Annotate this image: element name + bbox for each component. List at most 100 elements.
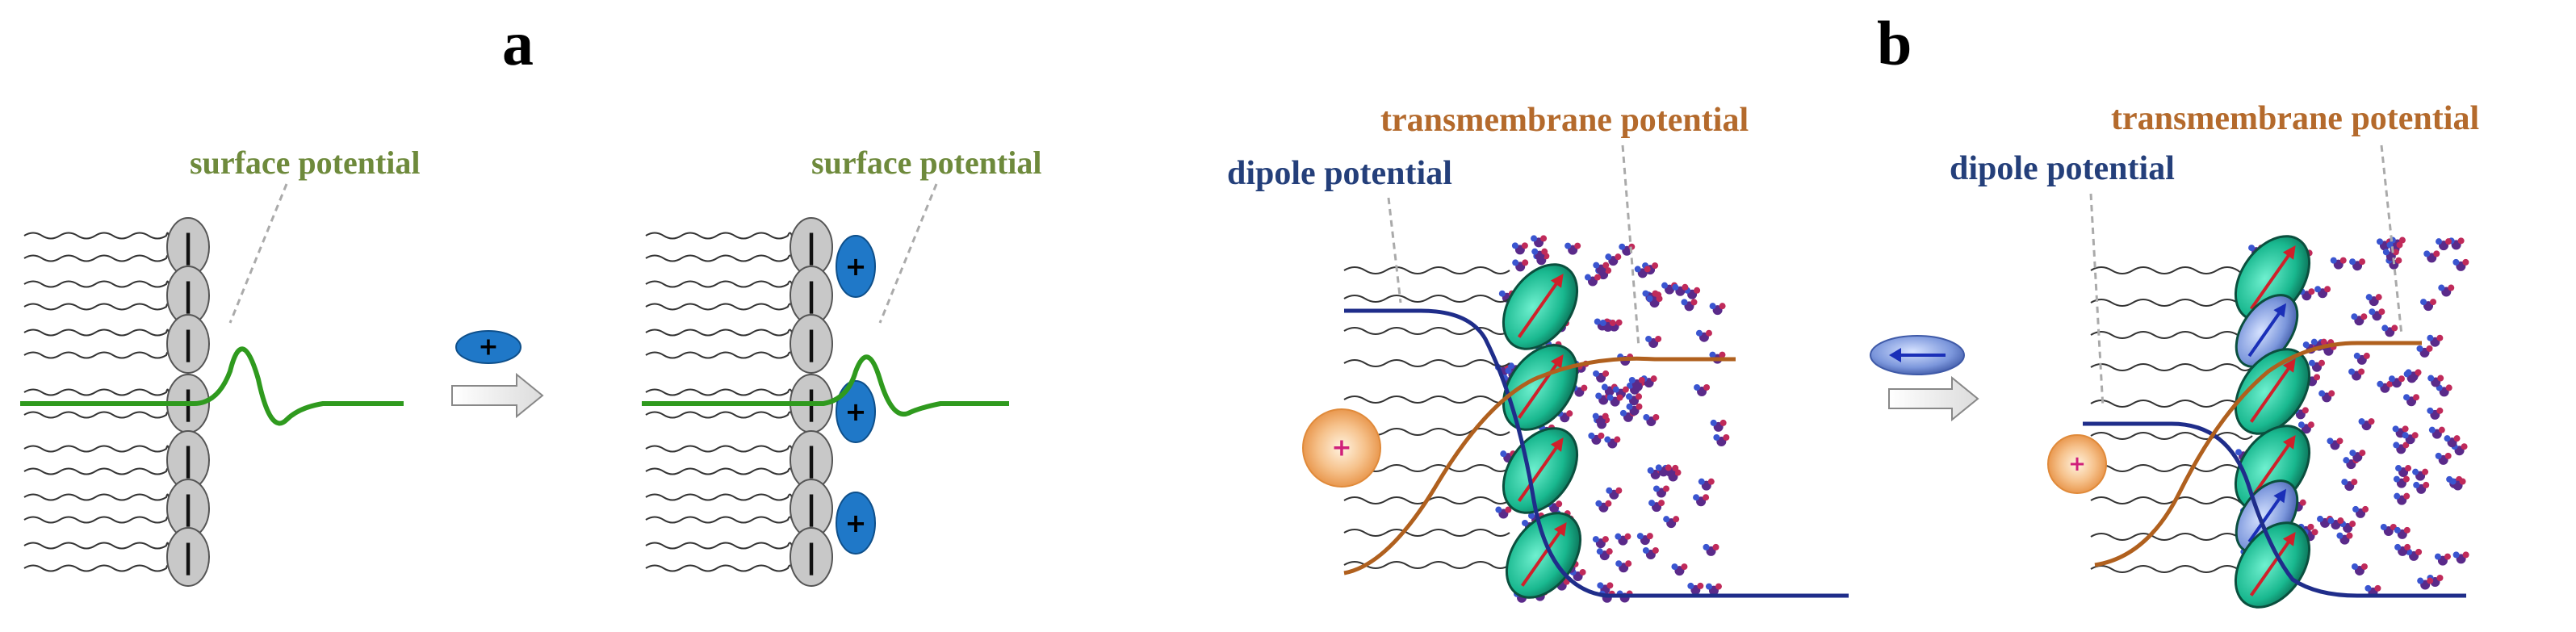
lipid-tail [1343, 266, 1510, 274]
panel-b-letter: b [1877, 8, 1912, 78]
lipid-tail [2090, 266, 2253, 274]
water-molecule [1511, 242, 1528, 255]
water-molecule [2452, 551, 2469, 564]
water-molecule [1693, 494, 1710, 507]
water-molecule [1599, 320, 1616, 333]
water-molecule [1713, 433, 1730, 446]
adsorbed-cation-plus: + [845, 251, 867, 282]
right-lipid-head [790, 314, 833, 374]
surface-potential-curve-left [20, 346, 404, 426]
water-molecule [1593, 370, 1610, 383]
lipid-tail [23, 232, 170, 240]
water-molecule [2444, 435, 2461, 448]
lipid-tail [23, 329, 170, 337]
negative-charge-symbol: | [182, 490, 195, 528]
water-molecule [2393, 475, 2410, 488]
water-molecule [1606, 487, 1623, 500]
lipid-tail [645, 280, 793, 288]
water-molecule [1615, 560, 1632, 573]
negative-charge-symbol: | [182, 442, 195, 479]
transmembrane-label-left: transmembrane potential [1380, 102, 1749, 139]
transition-arrow-a [451, 372, 544, 419]
water-molecule [2365, 294, 2382, 307]
transmembrane-label-right: transmembrane potential [2111, 100, 2479, 137]
negative-charge-symbol: | [806, 228, 818, 266]
dipole-label-right: dipole potential [1950, 150, 2175, 187]
water-molecule [2358, 418, 2375, 431]
water-molecule [1604, 436, 1621, 449]
lipid-tail [645, 388, 793, 396]
negative-charge-symbol: | [806, 490, 818, 528]
water-molecule [1652, 485, 1669, 498]
water-molecule [1705, 583, 1722, 596]
water-molecule [1672, 283, 1689, 296]
water-molecule [2438, 284, 2455, 297]
lipid-tail [645, 445, 793, 453]
water-molecule [1596, 548, 1613, 561]
water-molecule [1671, 563, 1688, 576]
lipid-tail [645, 411, 793, 419]
water-molecule [2394, 543, 2411, 556]
water-molecule [2376, 238, 2393, 251]
water-molecule [1619, 243, 1636, 256]
water-molecule [2427, 407, 2444, 420]
lipid-tail [23, 542, 170, 550]
lipid-tail [2090, 432, 2253, 440]
adsorbed-cation-plus: + [845, 396, 867, 427]
water-molecule [1605, 253, 1622, 266]
transition-arrow-b [1888, 375, 1979, 422]
water-molecule [1512, 259, 1529, 272]
lipid-tail [1343, 327, 1510, 335]
lipid-tail [23, 411, 170, 419]
water-molecule [1626, 403, 1643, 416]
water-molecule [2318, 390, 2335, 403]
water-molecule [2351, 313, 2368, 326]
lipid-tail [2090, 464, 2253, 472]
water-molecule [2348, 368, 2365, 381]
water-molecule [1584, 274, 1601, 287]
lipid-tail [23, 445, 170, 453]
lipid-tail [645, 303, 793, 311]
water-molecule [1663, 516, 1680, 529]
water-molecule [1684, 287, 1701, 299]
panel-a-letter: a [502, 8, 534, 78]
lipid-tail [23, 564, 170, 572]
water-molecule [2381, 324, 2398, 337]
lipid-tail [23, 516, 170, 524]
lipid-tail [1343, 295, 1510, 303]
water-molecule [1642, 546, 1659, 559]
water-molecule [1646, 295, 1663, 308]
water-molecule [1595, 500, 1612, 513]
panel-b-left-dipoles [1502, 263, 1582, 599]
dipole-molecule [2234, 521, 2311, 609]
lipid-tail [645, 516, 793, 524]
water-molecule [1592, 536, 1609, 549]
water-molecule [2364, 584, 2381, 597]
water-molecule [2423, 250, 2440, 263]
lipid-tail [23, 280, 170, 288]
water-molecule [2369, 308, 2385, 321]
water-molecule [2308, 359, 2325, 372]
water-molecule [2403, 394, 2420, 407]
water-molecule [1495, 506, 1512, 519]
cation-ion-right: + [2047, 434, 2107, 494]
panel-a-left-membrane: ||||||| [23, 217, 210, 587]
lipid-tail [645, 232, 793, 240]
water-molecule [2413, 481, 2430, 494]
adsorbed-cation [836, 492, 876, 555]
surface-potential-label-right: surface potential [811, 144, 1042, 181]
water-molecule [2394, 492, 2411, 505]
water-molecule [2393, 442, 2410, 454]
dipole-molecule [1502, 263, 1579, 350]
water-molecule [2349, 450, 2366, 462]
lipid-tail [645, 493, 793, 501]
lipid-tail [645, 542, 793, 550]
surface-potential-curve-right [642, 354, 1009, 417]
dipole-pointer-left [1387, 197, 1402, 303]
water-molecule [1695, 329, 1712, 342]
lipid-tail [1343, 359, 1510, 367]
lipid-tail [2090, 533, 2253, 541]
water-molecule [1709, 351, 1726, 364]
adsorbed-cation [836, 380, 876, 443]
water-molecule [1634, 266, 1651, 278]
